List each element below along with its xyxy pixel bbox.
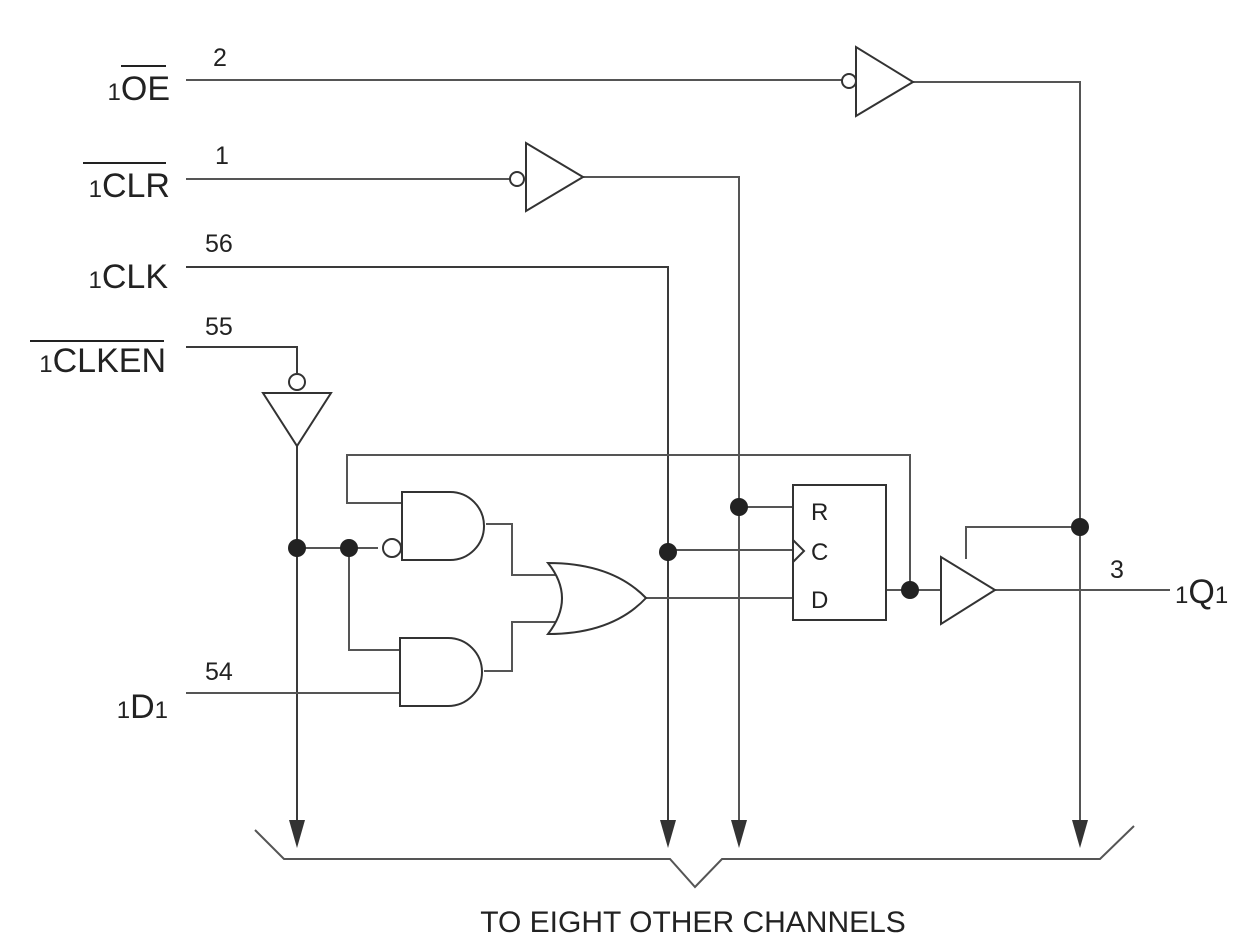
arrow-down-icon: [660, 820, 676, 848]
label-name: CLR: [102, 167, 170, 205]
wire-clk: [186, 266, 669, 822]
wire-oe-enable: [965, 526, 1080, 559]
svg-text:1CLR: 1CLR: [89, 167, 170, 205]
pin-number-d: 54: [205, 658, 233, 686]
label-prefix: 1: [89, 176, 102, 203]
label-1clken: 1CLKEN: [30, 340, 166, 380]
oe-inverting-buffer: [841, 45, 915, 118]
junction-dot: [659, 543, 677, 561]
label-name: CLK: [102, 258, 168, 296]
label-1oe: 1OE: [108, 65, 170, 108]
pin-number-clken: 55: [205, 313, 233, 341]
and-gate-lower: [399, 637, 483, 707]
junction-dot: [901, 581, 919, 599]
pin-number-clk: 56: [205, 230, 233, 258]
label-suffix: 1: [155, 697, 168, 724]
inversion-bubble: [288, 373, 306, 391]
wire-enable-to-lower-and: [348, 548, 400, 651]
svg-text:1CLK: 1CLK: [89, 258, 169, 296]
label-1clr: 1CLR: [83, 162, 170, 205]
pin-number-oe: 2: [213, 44, 227, 72]
label-1d1: 1D1: [117, 688, 168, 726]
wire-oe-buffer-out: [913, 81, 1081, 822]
label-name: CLKEN: [53, 342, 166, 380]
arrow-down-icon: [1072, 820, 1088, 848]
junction-dot: [730, 498, 748, 516]
pin-number-q: 3: [1110, 556, 1124, 584]
label-1clk: 1CLK: [89, 258, 169, 296]
arrow-down-icon: [289, 820, 305, 848]
inversion-bubble: [841, 73, 857, 89]
d-flipflop: R C D: [792, 484, 887, 621]
bus-brace: [254, 825, 1135, 889]
wire-clken: [186, 346, 298, 373]
flipflop-r-label: R: [811, 499, 828, 526]
flipflop-c-label: C: [811, 539, 828, 566]
label-prefix: 1: [89, 267, 102, 294]
clr-inverting-buffer: [509, 141, 585, 213]
pin-number-clr: 1: [215, 142, 229, 170]
label-prefix: 1: [1175, 582, 1188, 609]
label-name: D: [130, 688, 155, 726]
label-1q1: 1Q1: [1175, 573, 1228, 611]
label-prefix: 1: [39, 351, 52, 378]
flipflop-d-label: D: [811, 587, 828, 614]
svg-text:1OE: 1OE: [108, 70, 170, 108]
wire-feedback: [346, 454, 911, 590]
inversion-bubble: [509, 171, 525, 187]
label-name: Q: [1188, 573, 1214, 611]
junction-dot: [340, 539, 358, 557]
label-prefix: 1: [117, 697, 130, 724]
clken-inverting-buffer: [261, 373, 333, 448]
label-prefix: 1: [108, 79, 121, 106]
svg-text:1CLKEN: 1CLKEN: [39, 342, 166, 380]
svg-text:1Q1: 1Q1: [1175, 573, 1228, 611]
bus-caption: TO EIGHT OTHER CHANNELS: [480, 906, 906, 939]
junction-dot: [288, 539, 306, 557]
wire-clr-buffer-out: [583, 176, 740, 822]
svg-text:1D1: 1D1: [117, 688, 168, 726]
clock-edge-icon: [792, 539, 806, 563]
and-gate-upper: [382, 491, 485, 561]
label-suffix: 1: [1215, 582, 1228, 609]
wire-and-upper-out: [486, 523, 556, 576]
label-name: OE: [121, 70, 170, 108]
or-gate: [545, 561, 648, 636]
junction-dot: [1071, 518, 1089, 536]
arrow-down-icon: [731, 820, 747, 848]
inversion-bubble: [382, 538, 402, 558]
wire-and-lower-out: [484, 621, 556, 672]
output-buffer: [940, 555, 997, 626]
